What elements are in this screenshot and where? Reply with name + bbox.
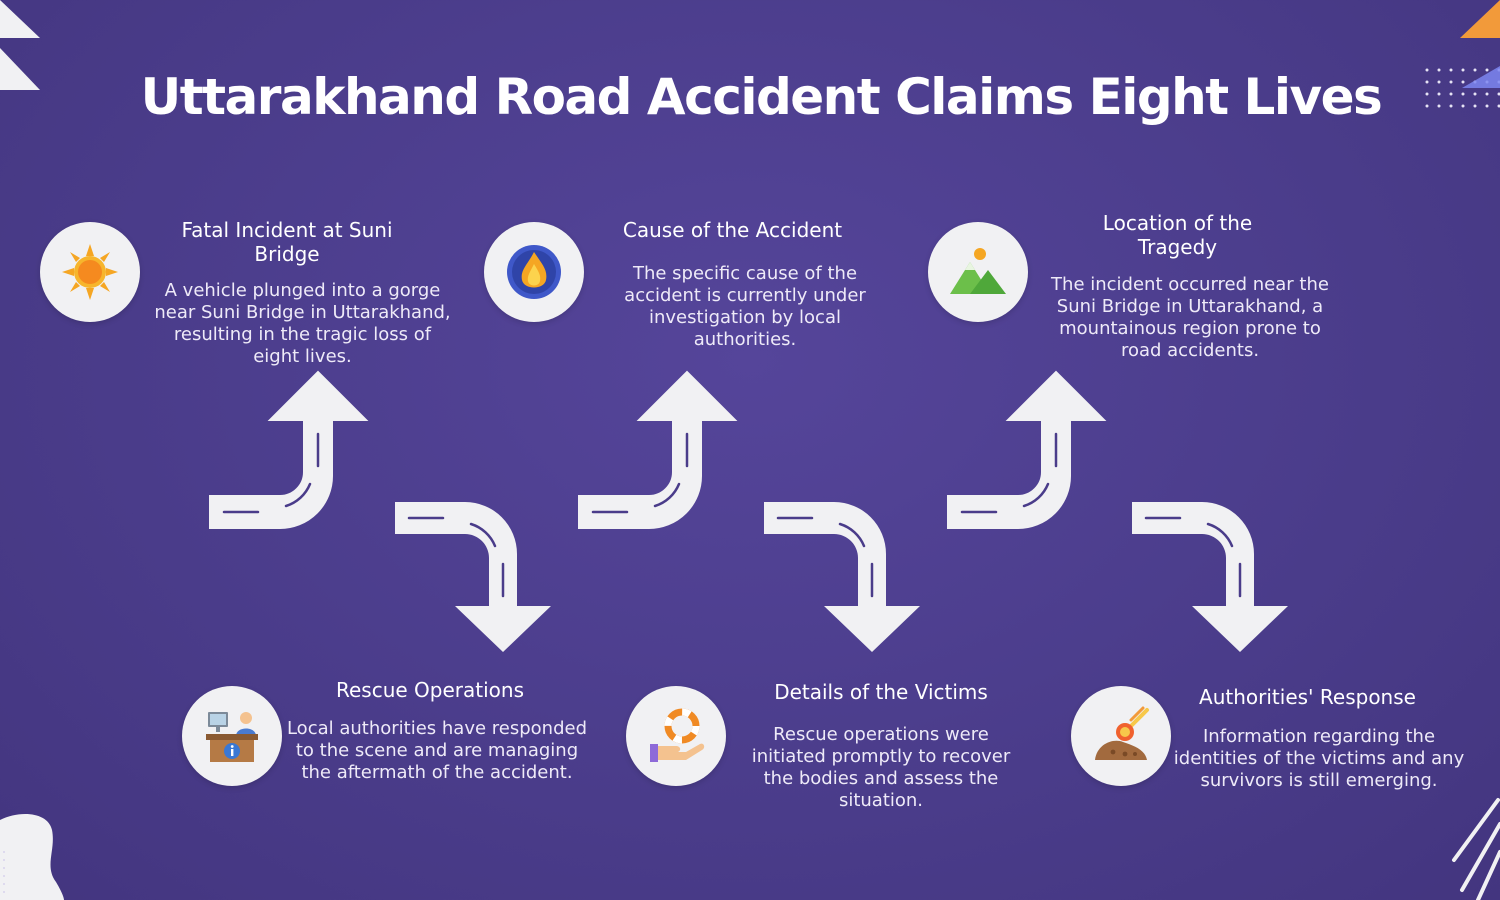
step-2-text: Local authorities have responded to the … — [286, 718, 588, 783]
down-arrow-2 — [762, 500, 922, 654]
step-6-text: Information regarding the identities of … — [1173, 726, 1465, 791]
corner-blob-decoration — [0, 814, 64, 900]
step-3-text: The specific cause of the accident is cu… — [624, 263, 866, 350]
step-4-icon-circle — [626, 686, 726, 786]
step-6-heading: Authorities' Response — [1199, 685, 1416, 709]
step-1-icon-circle — [40, 222, 140, 322]
down-arrow-1 — [393, 500, 553, 654]
step-5-icon-circle — [928, 222, 1028, 322]
step-6-icon-circle — [1071, 686, 1171, 786]
sun-icon — [62, 244, 118, 300]
step-1-heading: Fatal Incident at Suni Bridge — [181, 218, 393, 266]
step-3-icon-circle — [484, 222, 584, 322]
info-desk-icon — [206, 712, 258, 762]
meteor-icon — [1095, 706, 1149, 760]
step-4-text: Rescue operations were initiated promptl… — [751, 724, 1011, 811]
step-5-heading: Location of the Tragedy — [1102, 211, 1253, 259]
step-4-heading: Details of the Victims — [774, 680, 988, 704]
corner-triangle-orange-decoration — [1460, 0, 1500, 38]
up-arrow-3 — [946, 370, 1106, 530]
lifebuoy-hand-icon — [650, 708, 705, 762]
corner-swirl-decoration — [1452, 798, 1500, 900]
step-2-heading: Rescue Operations — [335, 678, 524, 702]
down-arrow-3 — [1130, 500, 1290, 654]
step-1-text: A vehicle plunged into a gorge near Suni… — [154, 280, 451, 367]
step-5-text: The incident occurred near the Suni Brid… — [1051, 274, 1329, 361]
flame-icon — [507, 245, 561, 299]
up-arrow-1 — [208, 370, 368, 530]
up-arrow-2 — [577, 370, 737, 530]
page-title: Uttarakhand Road Accident Claims Eight L… — [140, 68, 1383, 126]
corner-triangles-decoration — [0, 0, 40, 90]
dot-grid-decoration — [1425, 66, 1500, 108]
step-3-heading: Cause of the Accident — [622, 218, 843, 242]
step-2-icon-circle — [182, 686, 282, 786]
mountain-icon — [950, 248, 1006, 294]
